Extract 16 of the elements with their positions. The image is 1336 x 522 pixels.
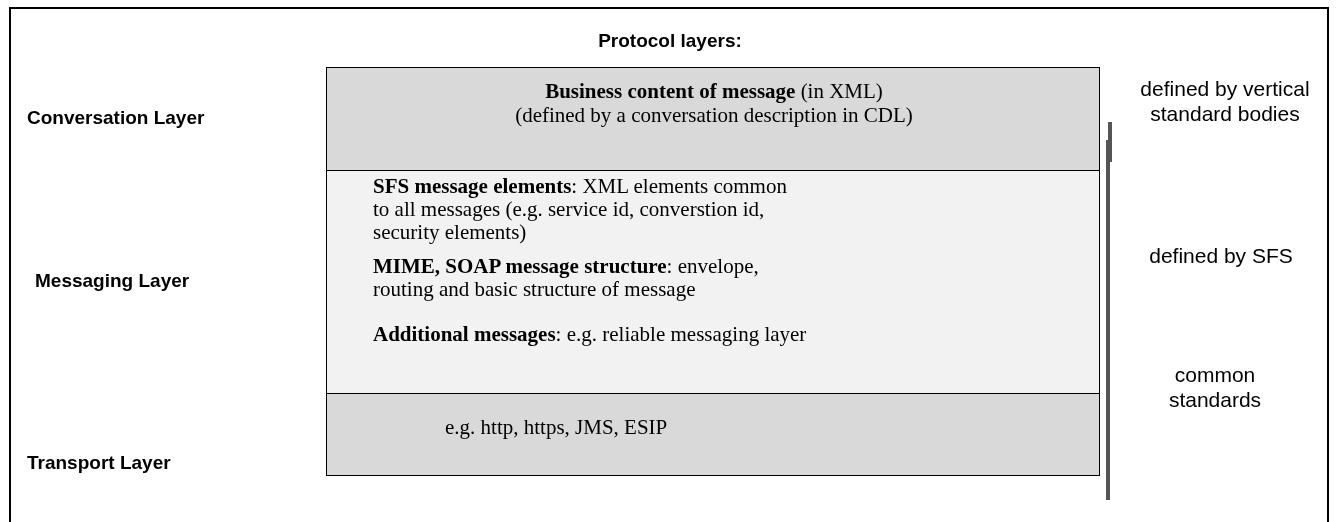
layer-name: Conversation Layer — [27, 107, 206, 129]
layer-description: Business content of message (in XML) — [544, 80, 884, 103]
scope-note: defined by SFS — [1148, 243, 1294, 268]
layer-box — [326, 170, 1100, 394]
layer-description: MIME, SOAP message structure: envelope, routing and basic structure of message — [373, 255, 760, 301]
layer-description: SFS message elements: XML elements common to all messages (e.g. service id, converstion id, security elements) — [373, 175, 788, 244]
scope-note: common standards — [1167, 362, 1263, 412]
layer-name: Transport Layer — [27, 452, 172, 474]
layer-description: Additional messages: e.g. reliable messaging layer — [373, 323, 808, 346]
layer-description: e.g. http, https, JMS, ESIP — [445, 416, 669, 439]
heading: Protocol layers: — [597, 30, 743, 52]
layer-box — [326, 67, 1100, 171]
layer-name: Messaging Layer — [35, 270, 191, 292]
scope-note: defined by vertical standard bodies — [1139, 76, 1311, 126]
layer-description: (defined by a conversation description in CDL) — [514, 104, 914, 127]
layer-box — [326, 393, 1100, 476]
